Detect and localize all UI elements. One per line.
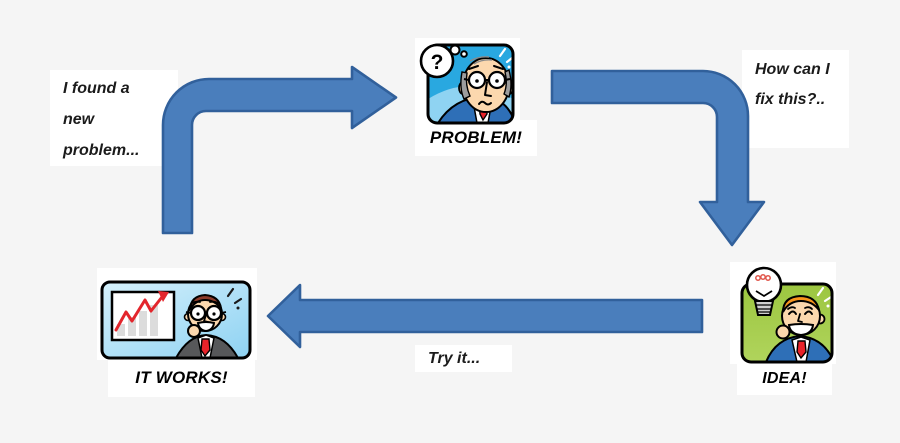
idea-icon-backdrop xyxy=(730,262,836,364)
caption-line: Try it... xyxy=(428,350,481,367)
caption-how-can-i-fix: How can I fix this?.. xyxy=(742,50,849,148)
caption-try-it: Try it... xyxy=(415,345,512,372)
caption-found-problem: I found a new problem... xyxy=(50,70,178,166)
itworks-icon-backdrop xyxy=(97,268,257,360)
arrow-new-problem xyxy=(161,65,398,235)
caption-line: I found a xyxy=(63,80,130,97)
arrow-try-it xyxy=(266,283,704,349)
problem-icon-backdrop xyxy=(415,38,520,122)
itworks-label-text: IT WORKS! xyxy=(135,367,228,387)
idea-label-text: IDEA! xyxy=(762,369,807,387)
problem-label-text: PROBLEM! xyxy=(429,128,523,147)
arrow-how-fix xyxy=(550,69,766,247)
itworks-label: IT WORKS! xyxy=(108,358,255,397)
caption-line: fix this?.. xyxy=(755,91,826,108)
caption-line: How can I xyxy=(755,61,830,78)
caption-line: new xyxy=(63,111,95,128)
idea-label: IDEA! xyxy=(737,362,832,395)
caption-line: problem... xyxy=(63,142,140,159)
problem-label: PROBLEM! xyxy=(415,120,537,156)
